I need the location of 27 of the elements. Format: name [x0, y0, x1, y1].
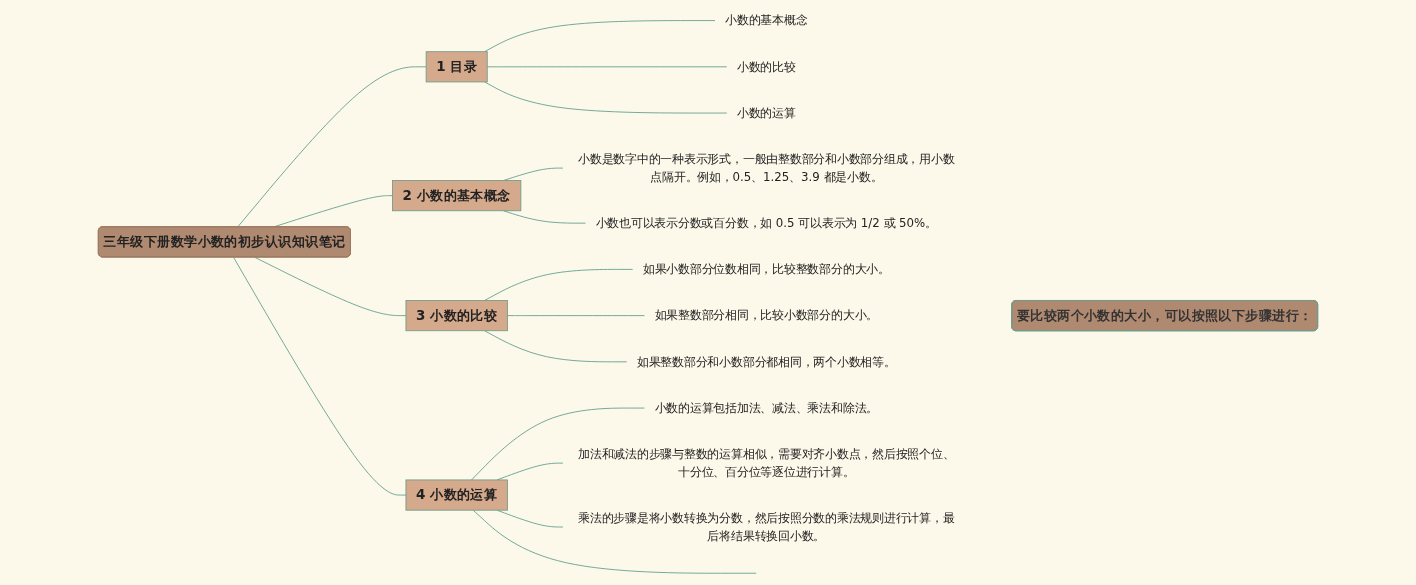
node-text: 如果小数部分位数相同，比较整数部分的大小。 — [642, 262, 890, 276]
node-box: 3 小数的比较 — [405, 300, 508, 332]
connector — [233, 257, 407, 496]
node-text: 加法和减法的步骤与整数的运算相似，需要对齐小数点，然后按照个位、十分位、百分位等逐位进行计算。 — [578, 447, 955, 479]
connector — [472, 509, 757, 574]
connector — [484, 268, 634, 301]
connector — [484, 81, 728, 114]
node-text: 如果整数部分和小数部分都相同，两个小数相等。 — [636, 354, 896, 369]
connector — [484, 330, 628, 363]
connector — [471, 407, 645, 481]
node-box: 1 目录 — [425, 51, 488, 83]
node-text: 小数的比较 — [736, 59, 796, 74]
node-text: 乘法的步骤是将小数转换为分数，然后按照分数的乘法规则进行计算，最后将结果转换回小数。 — [578, 511, 955, 543]
node-text: 小数的基本概念 — [725, 13, 808, 27]
connector — [237, 66, 427, 228]
connector — [484, 20, 716, 53]
node-box: 2 小数的基本概念 — [392, 180, 522, 212]
connector — [486, 66, 728, 68]
node-box: 4 小数的运算 — [405, 479, 508, 511]
node-text: 如果整数部分相同，比较小数部分的大小。 — [654, 308, 879, 322]
connector — [503, 210, 586, 224]
connector — [254, 257, 407, 317]
connector — [507, 315, 645, 317]
node-text: 小数也可以表示分数或百分数，如 0.5 可以表示为 1/2 或 50%。 — [595, 216, 937, 230]
node-text: 小数的运算包括加法、减法、乘法和除法。 — [654, 400, 879, 415]
node-text: 小数是数字中的一种表示形式，一般由整数部分和小数部分组成，用小数点隔开。例如，0.5、1.25、3.9 都是小数。 — [578, 152, 955, 184]
node-text: 小数的运算 — [736, 105, 796, 120]
